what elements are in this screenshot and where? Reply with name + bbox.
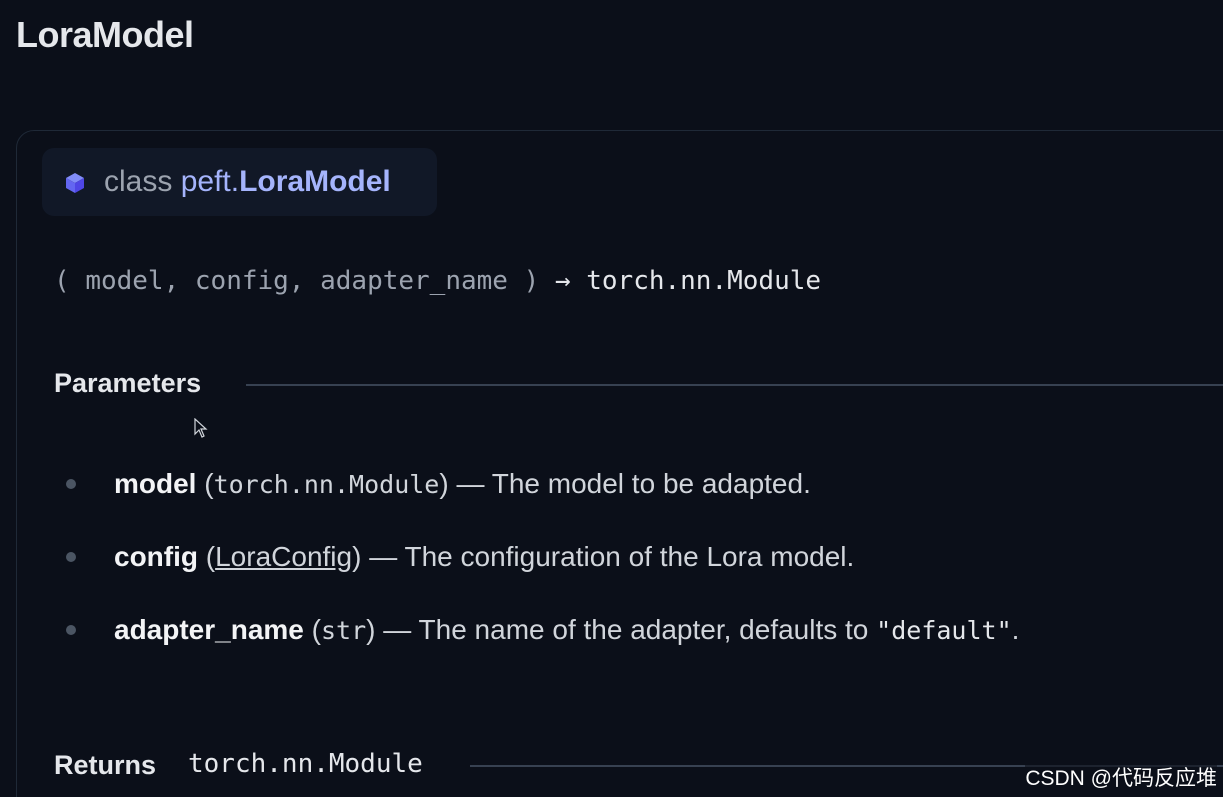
param-type-close: ): [439, 468, 449, 499]
returns-divider: [470, 765, 1223, 767]
param-description: — The name of the adapter, defaults to: [375, 614, 877, 645]
signature-open: (: [54, 266, 86, 296]
mouse-cursor-icon: [194, 418, 208, 438]
param-item-model: model (torch.nn.Module) — The model to b…: [66, 468, 811, 500]
param-type: torch.nn.Module: [213, 469, 440, 499]
param-type-close: ): [352, 541, 362, 572]
param-default-value: "default": [876, 615, 1012, 645]
page-title: LoraModel: [16, 14, 194, 55]
param-description: — The model to be adapted.: [448, 468, 811, 499]
parameters-heading: Parameters: [54, 368, 202, 398]
signature-close: ): [507, 266, 555, 296]
class-header: class peft.LoraModel: [42, 148, 437, 216]
param-type-close: ): [366, 614, 376, 645]
returns-heading: Returns: [54, 750, 157, 780]
param-item-adapter-name: adapter_name (str) — The name of the ada…: [66, 614, 1019, 646]
param-type-open: (: [198, 541, 216, 572]
bullet: [66, 479, 76, 489]
param-name: config: [114, 541, 198, 572]
parameters-divider: [246, 384, 1223, 386]
signature-return-type: torch.nn.Module: [570, 266, 822, 296]
param-type-open: (: [196, 468, 214, 499]
signature-arrow: →: [554, 266, 571, 296]
class-module: peft.: [180, 165, 240, 198]
loraconfig-link[interactable]: LoraConfig: [215, 541, 353, 572]
param-end: .: [1011, 614, 1020, 645]
class-signature-title: class peft.LoraModel: [104, 165, 391, 199]
param-type-open: (: [303, 614, 321, 645]
class-name: LoraModel: [239, 165, 391, 198]
cube-icon: [66, 173, 84, 193]
param-name: model: [114, 468, 197, 499]
bullet: [66, 552, 76, 562]
bullet: [66, 625, 76, 635]
doc-card: [16, 130, 1223, 797]
watermark: CSDN @代码反应堆: [1025, 762, 1217, 792]
param-type: str: [320, 615, 367, 645]
param-item-config: config (LoraConfig) — The configuration …: [66, 541, 854, 573]
class-keyword: class: [104, 165, 173, 198]
param-description: — The configuration of the Lora model.: [361, 541, 855, 572]
call-signature: ( model, config, adapter_name ) → torch.…: [54, 266, 821, 296]
param-name: adapter_name: [114, 614, 304, 645]
signature-args: model, config, adapter_name: [85, 266, 508, 296]
returns-type: torch.nn.Module: [188, 749, 423, 779]
